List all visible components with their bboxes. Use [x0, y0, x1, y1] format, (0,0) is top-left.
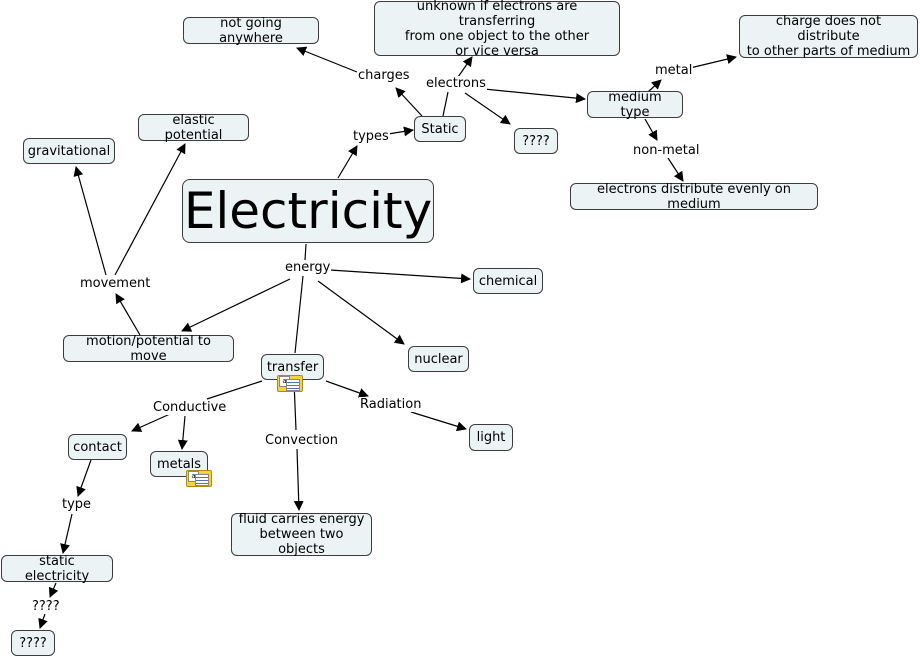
concept-nuclear[interactable]: nuclear [408, 346, 469, 372]
link-static-charges [395, 87, 423, 117]
link-phrase-unknown[interactable]: ???? [31, 599, 61, 614]
link-electrons-question [464, 92, 511, 125]
link-phrase-metal[interactable]: metal [654, 63, 694, 78]
link-unknown-question [38, 613, 48, 629]
link-staticelec-unknown [48, 582, 59, 598]
link-energy-transfer [294, 275, 304, 354]
note-attachment-icon[interactable]: a [186, 470, 212, 487]
concept-electrons-distribute[interactable]: electrons distribute evenly on medium [570, 182, 818, 212]
link-transfer-radiation [325, 380, 369, 398]
link-phrase-non-metal[interactable]: non-metal [632, 143, 701, 158]
concept-contact[interactable]: contact [68, 434, 127, 460]
link-static-electrons [442, 91, 449, 117]
note-attachment-icon[interactable]: a [277, 375, 303, 392]
concept-medium-type[interactable]: medium type [587, 90, 683, 120]
link-phrase-energy[interactable]: energy [284, 260, 332, 275]
concept-question-bottom[interactable]: ???? [11, 630, 55, 656]
link-metal-chargenot [689, 54, 737, 69]
link-electricity-energy [304, 243, 307, 261]
link-conductive-metals [177, 415, 188, 450]
concept-motion-potential[interactable]: motion/potential to move [63, 334, 234, 364]
link-types-static [387, 126, 414, 137]
link-electrons-unknown [457, 56, 473, 78]
concept-elastic-potential[interactable]: elastic potential [138, 113, 249, 143]
link-phrase-radiation[interactable]: Radiation [359, 397, 423, 412]
link-type-staticelec [60, 513, 73, 554]
concept-question-top[interactable]: ???? [514, 128, 558, 154]
link-mediumtype-nonmetal [644, 118, 658, 141]
concept-electricity[interactable]: Electricity [182, 179, 434, 243]
concept-charge-not-distribute[interactable]: charge does not distribute to other part… [739, 14, 918, 59]
link-conductive-contact [131, 413, 171, 432]
link-energy-nuclear [317, 280, 405, 345]
concept-chemical[interactable]: chemical [473, 268, 543, 294]
link-transfer-conductive [206, 380, 263, 400]
link-electricity-types [337, 145, 358, 179]
link-movement-gravitational [73, 166, 107, 276]
link-phrase-movement[interactable]: movement [79, 276, 152, 291]
link-phrase-electrons[interactable]: electrons [425, 76, 487, 91]
link-energy-chemical [329, 269, 471, 284]
link-nonmetal-electrons [667, 157, 684, 182]
concept-static-electricity[interactable]: static electricity [1, 554, 113, 584]
concept-unknown-transfer[interactable]: unknown if electrons are transferring fr… [374, 0, 620, 59]
concept-not-going-anywhere[interactable]: not going anywhere [183, 16, 319, 46]
link-charges-notgoing [296, 46, 358, 73]
link-motion-movement [115, 293, 141, 336]
link-phrase-type[interactable]: type [61, 497, 93, 512]
link-electrons-mediumtype [483, 88, 586, 104]
link-phrase-charges[interactable]: charges [357, 68, 411, 83]
link-energy-motion [181, 278, 291, 332]
concept-metals[interactable]: metals [150, 451, 208, 477]
link-phrase-types[interactable]: types [352, 129, 390, 144]
link-contact-type [76, 459, 92, 497]
link-phrase-conductive[interactable]: Conductive [152, 400, 228, 415]
concept-fluid-carries[interactable]: fluid carries energy between two objects [231, 512, 372, 557]
link-phrase-convection[interactable]: Convection [264, 433, 340, 448]
link-convection-fluid [293, 448, 304, 511]
link-mediumtype-metal [647, 79, 662, 93]
concept-static[interactable]: Static [414, 116, 466, 142]
link-movement-elastic [114, 143, 186, 276]
concept-light[interactable]: light [469, 424, 513, 451]
concept-gravitational[interactable]: gravitational [23, 138, 115, 164]
link-radiation-light [410, 411, 467, 432]
